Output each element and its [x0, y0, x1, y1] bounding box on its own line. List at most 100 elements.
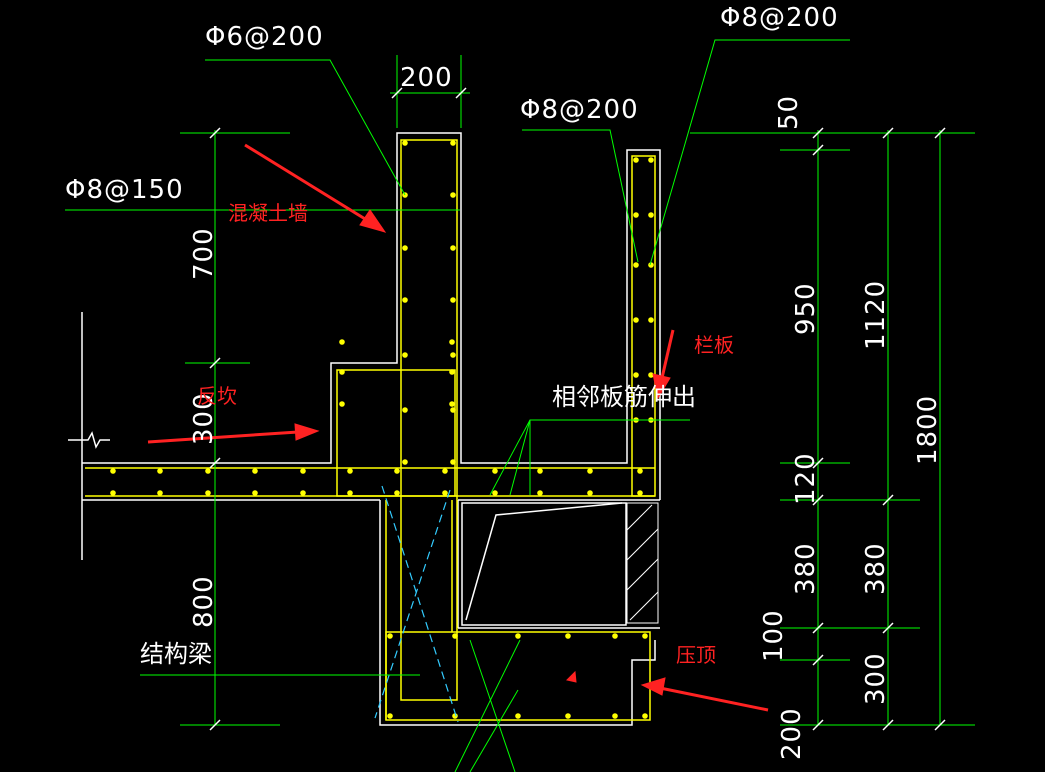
rebar-dot: [157, 490, 163, 496]
arrow-curb-head: [294, 423, 320, 441]
rebar-dot: [252, 490, 258, 496]
rebar-dot: [450, 297, 456, 303]
beam-outline: [379, 500, 656, 726]
centerline-a: [381, 485, 459, 723]
leader-parapet-outer: [649, 39, 850, 266]
rebar-dot: [402, 297, 408, 303]
tick: [812, 622, 824, 634]
rebar-dot: [205, 468, 211, 474]
rebar-dot: [633, 212, 639, 218]
leader-beam-2: [469, 639, 516, 772]
rebar-dot: [449, 339, 455, 345]
rebar-dot: [452, 633, 458, 639]
hatch-line: [626, 528, 659, 561]
dim-r2-380: 380: [861, 542, 891, 595]
leader-adjacent-2: [509, 419, 531, 496]
rebar-dot: [637, 468, 643, 474]
label-slab-bar: Φ8@150: [65, 175, 184, 205]
rebar-dot: [515, 633, 521, 639]
dim-ticks: [209, 87, 946, 731]
annotation-curb: 反坎: [197, 384, 237, 408]
rebar-dot: [537, 490, 543, 496]
dim-r2-1120: 1120: [861, 280, 891, 350]
rebar-dot: [402, 352, 408, 358]
annotation-structural-beam: 结构梁: [140, 640, 212, 668]
rebar-dot: [442, 468, 448, 474]
arrow-parapet-head: [652, 373, 671, 400]
concrete-outline: [81, 132, 661, 726]
rebar-dot: [648, 317, 654, 323]
rebar-dot: [394, 490, 400, 496]
hatch-frame: [626, 502, 659, 624]
tick: [455, 87, 467, 99]
label-wall-stirrup: Φ6@200: [205, 22, 324, 52]
rebar-dot: [633, 262, 639, 268]
label-parapet-inner: Φ8@200: [520, 95, 639, 125]
rebar-dot: [565, 713, 571, 719]
rebar-dot: [587, 490, 593, 496]
rebar-dot: [587, 468, 593, 474]
hatch-line: [629, 591, 659, 621]
rebar-dot: [642, 633, 648, 639]
tick: [812, 457, 824, 469]
tick: [812, 719, 824, 731]
rebar-dot: [450, 140, 456, 146]
tick: [209, 457, 221, 469]
rebar-dot: [492, 490, 498, 496]
dim-r2-300: 300: [861, 652, 891, 705]
rebar-dot: [565, 633, 571, 639]
rebar-dots: [110, 140, 654, 719]
arrow-coping-shaft: [659, 686, 769, 712]
rebar-dot: [339, 401, 345, 407]
rebar-dot: [402, 407, 408, 413]
marker-small: [566, 670, 577, 683]
tick: [391, 87, 403, 99]
arrow-curb-shaft: [147, 430, 299, 444]
rebar-dot: [300, 468, 306, 474]
tick: [209, 357, 221, 369]
rebar-dot: [300, 490, 306, 496]
rebar-dot: [642, 713, 648, 719]
tick: [882, 719, 894, 731]
rebar-dot: [387, 713, 393, 719]
tick: [209, 719, 221, 731]
rebar-dot: [402, 245, 408, 251]
tick: [882, 127, 894, 139]
annotation-adjacent-bars: 相邻板筋伸出: [552, 383, 696, 411]
label-parapet-outer: Φ8@200: [720, 3, 839, 33]
rebar-dot: [442, 490, 448, 496]
rebar-dot: [387, 633, 393, 639]
hatch-line: [626, 504, 653, 531]
rebar-dot: [252, 468, 258, 474]
tick: [934, 127, 946, 139]
tick: [882, 622, 894, 634]
void-inner-shape: [465, 502, 623, 621]
rebar-dot: [110, 490, 116, 496]
rebar-dot: [450, 192, 456, 198]
rebar-dot: [648, 157, 654, 163]
rebar-dot: [449, 401, 455, 407]
dim-left-700: 700: [189, 227, 219, 280]
hatch-line: [626, 558, 659, 591]
rebar-dot: [633, 157, 639, 163]
void-box: [461, 502, 627, 626]
arrow-coping-head: [640, 677, 666, 696]
rebar-dot: [450, 352, 456, 358]
annotation-parapet: 栏板: [694, 333, 734, 357]
rebar-dot: [648, 372, 654, 378]
rebar-dot: [110, 468, 116, 474]
rebar-dot: [339, 369, 345, 375]
dim-r1-100: 100: [759, 609, 789, 662]
tick: [812, 144, 824, 156]
leader-beam-3: [469, 689, 519, 772]
leader-beam-1: [454, 639, 521, 772]
dim-r3-1800: 1800: [913, 395, 943, 465]
rebar-lines: [85, 139, 656, 721]
rebar-dot: [648, 262, 654, 268]
rebar-dot: [450, 245, 456, 251]
hatch-block: [626, 502, 659, 624]
tick: [209, 127, 221, 139]
leader-wall-stirrup: [205, 59, 406, 196]
